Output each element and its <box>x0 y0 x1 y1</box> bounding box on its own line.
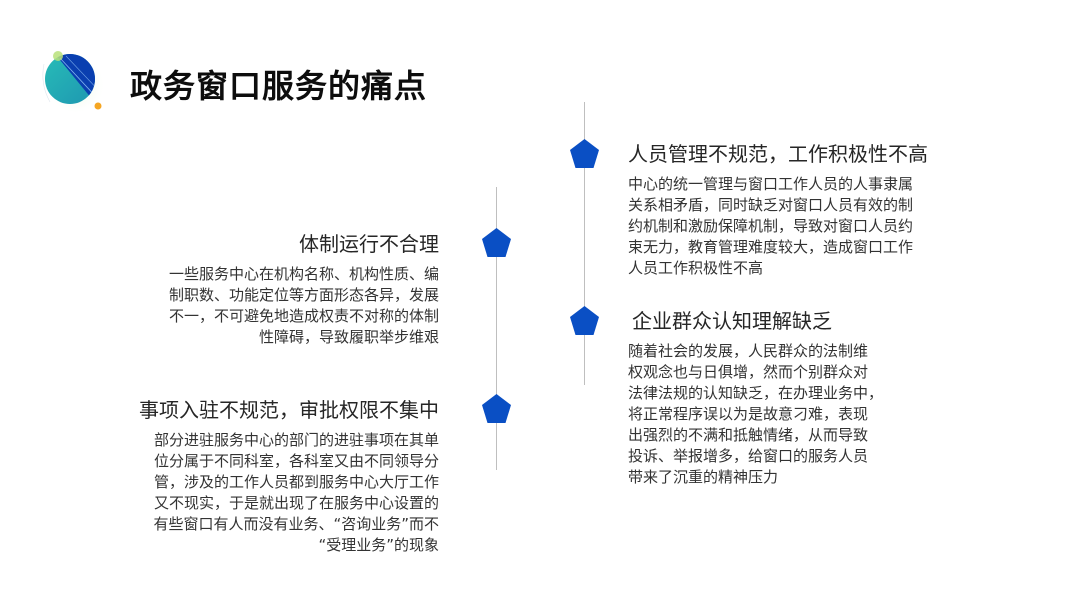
body-line: 中心的统一管理与窗口工作人员的人事隶属 <box>628 175 914 193</box>
item-heading: 事项入驻不规范，审批权限不集中 <box>139 398 439 422</box>
body-line: 法律法规的认知缺乏，在办理业务中， <box>628 384 884 402</box>
pentagon-marker-icon <box>570 139 599 168</box>
body-line: 管，涉及的工作人员都到服务中心大厅工作 <box>153 473 439 491</box>
body-line: 将正常程序误以为是故意刁难，表现 <box>628 405 869 423</box>
item-heading: 体制运行不合理 <box>299 232 439 256</box>
pentagon-marker-icon <box>570 306 599 335</box>
timeline-line-right <box>584 102 585 385</box>
body-line: 束无力，教育管理难度较大，造成窗口工作 <box>628 238 914 256</box>
body-line: 部分进驻服务中心的部门的进驻事项在其单 <box>153 431 439 449</box>
body-line: 约机制和激励保障机制，导致对窗口人员约 <box>628 217 914 235</box>
timeline-line-left <box>496 187 497 470</box>
body-line: 性障碍，导致履职举步维艰 <box>258 328 439 346</box>
body-line: 又不现实，于是就出现了在服务中心设置的 <box>153 494 439 512</box>
body-line: 带来了沉重的精神压力 <box>628 468 779 486</box>
page-title: 政务窗口服务的痛点 <box>130 67 428 105</box>
pain-point-item: 事项入驻不规范，审批权限不集中 部分进驻服务中心的部门的进驻事项在其单 位分属于… <box>139 396 439 556</box>
planet-logo-icon <box>42 51 106 112</box>
pain-point-item: 体制运行不合理 一些服务中心在机构名称、机构性质、编 制职数、功能定位等方面形态… <box>169 230 439 348</box>
body-line: 关系相矛盾，同时缺乏对窗口人员有效的制 <box>628 196 914 214</box>
body-line: 人员工作积极性不高 <box>628 259 764 277</box>
item-body: 一些服务中心在机构名称、机构性质、编 制职数、功能定位等方面形态各异，发展 不一… <box>169 264 439 348</box>
item-heading: 企业群众认知理解缺乏 <box>632 309 832 333</box>
item-body: 随着社会的发展，人民群众的法制维 权观念也与日俱增，然而个别群众对 法律法规的认… <box>628 341 883 488</box>
body-line: 权观念也与日俱增，然而个别群众对 <box>628 363 869 381</box>
body-line: 随着社会的发展，人民群众的法制维 <box>628 342 869 360</box>
item-body: 部分进驻服务中心的部门的进驻事项在其单 位分属于不同科室，各科室又由不同领导分 … <box>139 430 439 556</box>
item-heading: 人员管理不规范，工作积极性不高 <box>628 142 928 166</box>
pentagon-marker-icon <box>482 394 511 423</box>
pain-point-item: 企业群众认知理解缺乏 随着社会的发展，人民群众的法制维 权观念也与日俱增，然而个… <box>628 307 883 488</box>
body-line: 位分属于不同科室，各科室又由不同领导分 <box>153 452 439 470</box>
body-line: 出强烈的不满和抵触情绪，从而导致 <box>628 426 869 444</box>
body-line: 制职数、功能定位等方面形态各异，发展 <box>168 286 439 304</box>
pentagon-marker-icon <box>482 228 511 257</box>
body-line: 有些窗口有人而没有业务、“咨询业务”而不 <box>153 515 439 533</box>
pain-point-item: 人员管理不规范，工作积极性不高 中心的统一管理与窗口工作人员的人事隶属 关系相矛… <box>628 140 928 279</box>
body-line: 不一，不可避免地造成权责不对称的体制 <box>168 307 439 325</box>
item-body: 中心的统一管理与窗口工作人员的人事隶属 关系相矛盾，同时缺乏对窗口人员有效的制 … <box>628 174 928 279</box>
body-line: 一些服务中心在机构名称、机构性质、编 <box>168 265 439 283</box>
body-line: 投诉、举报增多，给窗口的服务人员 <box>628 447 869 465</box>
body-line: “受理业务”的现象 <box>318 536 439 554</box>
